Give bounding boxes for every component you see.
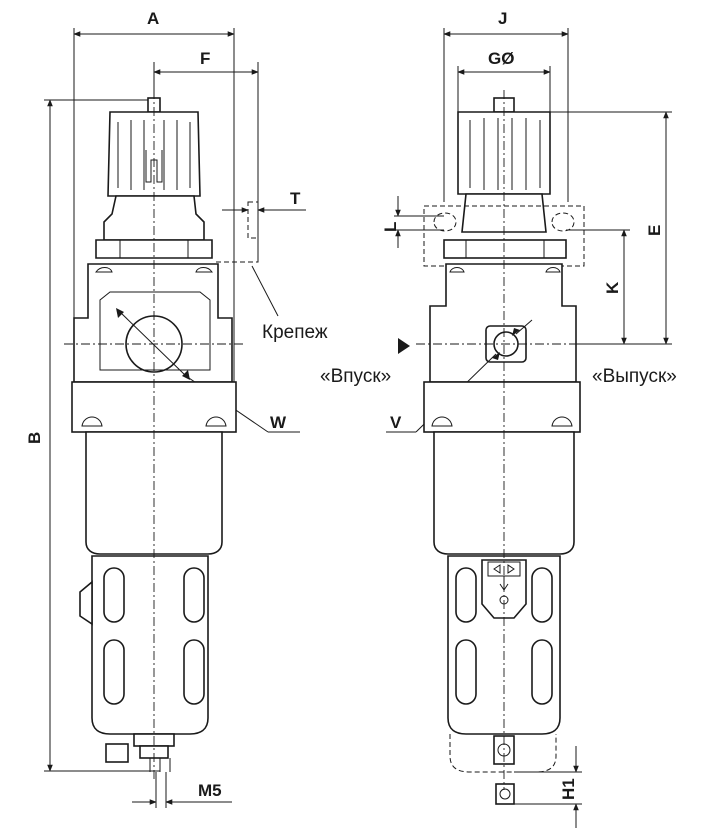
outlet-label: «Выпуск»: [592, 366, 677, 387]
dim-g-label: GØ: [488, 49, 514, 68]
dim-a-label: A: [147, 9, 159, 28]
dim-k-label: K: [603, 281, 622, 294]
side-view: J GØ L K E «Впуск» «Выпуск» V H1: [320, 9, 677, 828]
front-view: A F T Крепеж W B M5: [25, 9, 328, 808]
inlet-arrow-icon: [398, 338, 410, 354]
inlet-label: «Впуск»: [320, 366, 391, 387]
dim-e-label: E: [645, 225, 664, 236]
dim-t-label: T: [290, 189, 301, 208]
dim-l-label: L: [381, 222, 400, 232]
dim-j-label: J: [498, 9, 507, 28]
dim-m5-label: M5: [198, 781, 222, 800]
mount-callout: Крепеж: [262, 322, 328, 343]
dim-f-label: F: [200, 49, 210, 68]
dim-b-label: B: [25, 432, 44, 444]
dim-w-label: W: [270, 413, 287, 432]
dim-h1-label: H1: [559, 778, 578, 800]
dim-v-label: V: [390, 413, 402, 432]
